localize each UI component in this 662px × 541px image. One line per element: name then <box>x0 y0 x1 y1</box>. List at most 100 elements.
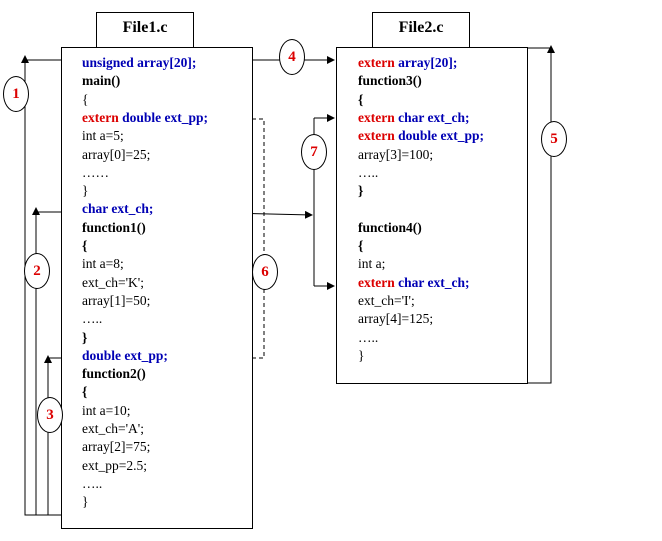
file1-code-line: { <box>82 383 87 401</box>
file1-code-line: double ext_pp; <box>82 347 168 365</box>
file1-code-token: double ext_pp; <box>82 347 168 363</box>
scope-line-1 <box>21 55 61 516</box>
file1-code-line: } <box>82 329 87 347</box>
file1-code-token: function1() <box>82 219 146 235</box>
file2-code-line: { <box>358 237 363 255</box>
file1-code-token: ext_ch='K'; <box>82 274 144 290</box>
file1-code-line: function1() <box>82 219 146 237</box>
file1-code-line: ext_pp=2.5; <box>82 457 147 475</box>
file1-code-line: array[1]=50; <box>82 292 150 310</box>
file1-code-line: char ext_ch; <box>82 200 153 218</box>
badge-6: 6 <box>252 254 278 290</box>
file1-code-line: ….. <box>82 475 102 493</box>
file1-code-token: array[2]=75; <box>82 439 151 455</box>
badge-7-label: 7 <box>310 144 318 160</box>
file1-code-token: ext_ch='A'; <box>82 421 144 436</box>
file2-code-token: int a; <box>358 256 386 272</box>
file2-code-token: array[20]; <box>394 55 458 70</box>
file1-code-line: …… <box>82 164 109 182</box>
badge-1-label: 1 <box>12 86 20 102</box>
file2-code-line: extern char ext_ch; <box>358 109 469 127</box>
badge-6-label: 6 <box>261 264 269 280</box>
file2-code-line: ext_ch='I'; <box>358 292 415 310</box>
file2-code-token: array[3]=100; <box>358 146 434 162</box>
file1-title: File1.c <box>122 19 168 36</box>
badge-5-label: 5 <box>550 131 558 147</box>
file1-code-token: { <box>82 238 88 253</box>
file2-code-token: ….. <box>358 164 379 180</box>
file1-code-token: ….. <box>82 475 103 491</box>
file1-code-line: } <box>82 182 88 200</box>
badge-4: 4 <box>279 39 305 75</box>
file2-code-token: extern <box>358 55 395 70</box>
file2-code-token: } <box>358 183 364 199</box>
file2-code-token: function4() <box>358 219 422 235</box>
badge-2-label: 2 <box>33 263 41 279</box>
file1-code-line: ext_ch='K'; <box>82 274 144 292</box>
file1-code-token: int a=8; <box>82 256 124 272</box>
file1-code-line: { <box>82 91 88 109</box>
file1-code-token: ext_pp=2.5; <box>82 457 147 473</box>
file1-code-line: array[0]=25; <box>82 146 150 164</box>
file2-code-token: char ext_ch; <box>394 274 470 290</box>
file2-code-token: ….. <box>358 329 379 345</box>
file1-code-line: main() <box>82 72 120 90</box>
file1-code-token: main() <box>82 73 121 89</box>
file1-code-token: …… <box>82 164 109 180</box>
file2-code-line: ….. <box>358 164 378 182</box>
file1-code-token: ….. <box>82 311 103 327</box>
file1-code-line: unsigned array[20]; <box>82 54 196 72</box>
file1-title-tab: File1.c <box>96 12 194 48</box>
file2-code-token: } <box>358 347 365 363</box>
file2-code-line: } <box>358 182 363 200</box>
scope-line-2 <box>32 207 61 515</box>
file2-code-line: extern double ext_pp; <box>358 127 484 145</box>
file2-code-token: extern <box>358 128 395 144</box>
file1-code-token: unsigned array[20]; <box>82 55 197 70</box>
badge-4-label: 4 <box>288 49 296 65</box>
file2-code-token: { <box>358 91 364 107</box>
scope-line-5 <box>527 45 555 384</box>
file2-code-token: char ext_ch; <box>394 109 470 125</box>
file1-code-line: array[2]=75; <box>82 438 150 456</box>
file1-code-line: int a=5; <box>82 127 124 145</box>
file2-code-token: ext_ch='I'; <box>358 292 415 308</box>
file1-code-token: { <box>82 91 89 107</box>
file1-code-token: int a=5; <box>82 128 124 144</box>
badge-3: 3 <box>37 397 63 433</box>
file1-code-token: { <box>82 384 88 400</box>
file2-code-box <box>336 47 528 384</box>
badge-3-label: 3 <box>46 407 54 423</box>
badge-1: 1 <box>3 76 29 112</box>
badge-7: 7 <box>301 134 327 170</box>
file1-code-token: } <box>82 329 88 345</box>
scope-line-3 <box>44 355 61 515</box>
file1-code-token: extern <box>82 109 119 125</box>
file2-code-line: extern char ext_ch; <box>358 274 469 292</box>
file1-code-line: function2() <box>82 365 146 383</box>
file1-code-line: int a=8; <box>82 255 124 273</box>
badge-5: 5 <box>541 121 567 157</box>
file2-code-token: { <box>358 238 364 253</box>
file2-code-line: ….. <box>358 329 378 347</box>
file1-code-box <box>61 47 253 529</box>
file1-code-token: char ext_ch; <box>82 201 154 217</box>
file1-code-token: int a=10; <box>82 402 131 418</box>
file1-code-line: ….. <box>82 310 102 328</box>
file2-code-token: function3() <box>358 73 422 89</box>
file1-code-token: } <box>82 494 89 510</box>
badge-2: 2 <box>24 253 50 289</box>
file2-code-token: extern <box>358 109 395 125</box>
file2-code-line: function3() <box>358 72 422 90</box>
file1-code-line: ext_ch='A'; <box>82 420 144 438</box>
file2-code-line: { <box>358 91 363 109</box>
file1-code-token: array[0]=25; <box>82 146 151 162</box>
file1-code-token: } <box>82 183 89 199</box>
file2-code-token: array[4]=125; <box>358 311 434 327</box>
file2-code-token: double ext_pp; <box>394 128 485 144</box>
file2-code-line: extern array[20]; <box>358 54 457 72</box>
file2-title: File2.c <box>398 19 444 36</box>
file1-code-token: function2() <box>82 366 146 382</box>
file2-code-line: } <box>358 347 364 365</box>
file2-code-line: array[3]=100; <box>358 146 433 164</box>
